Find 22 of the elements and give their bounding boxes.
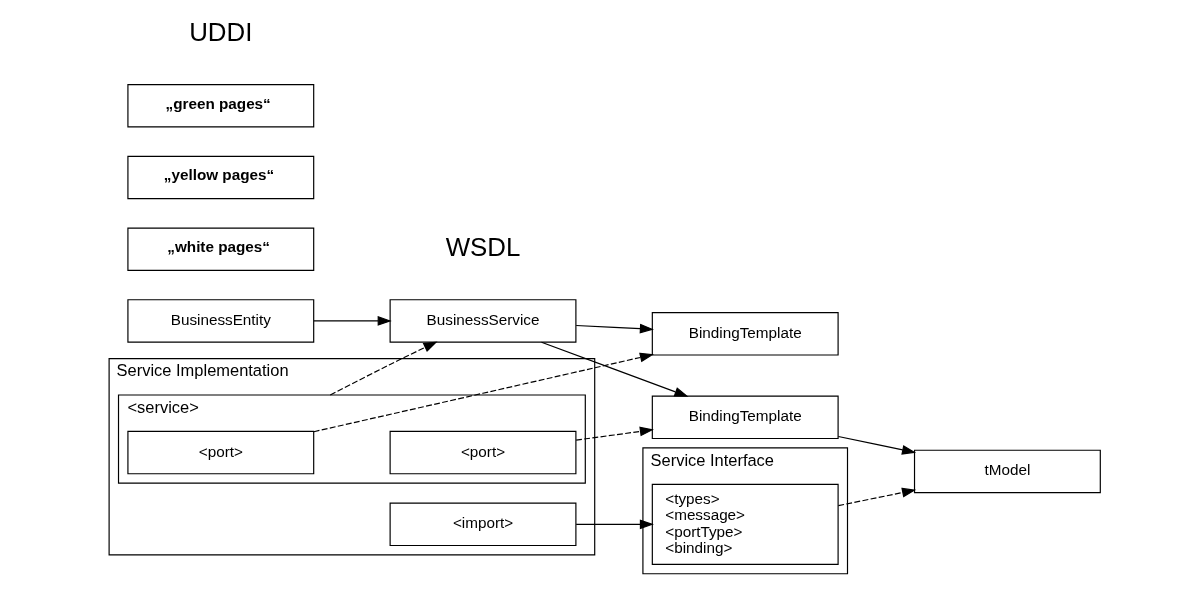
- arrow: [312, 315, 392, 326]
- node-box: BindingTemplate: [651, 395, 839, 440]
- arrow: [837, 487, 916, 507]
- node-box: <types> <message> <portType> <binding>: [651, 483, 839, 565]
- node-box: BusinessEntity: [126, 299, 314, 343]
- arrow: [575, 426, 654, 441]
- node-box: <port>: [389, 430, 576, 475]
- node-box: tModel: [913, 449, 1101, 494]
- arrow: [329, 341, 438, 396]
- node-box: „white pages“: [126, 227, 314, 271]
- node-box: BusinessService: [389, 299, 576, 343]
- label: WSDL: [445, 232, 520, 261]
- node-box: BindingTemplate: [651, 312, 839, 356]
- arrow: [837, 435, 916, 455]
- node-box: „yellow pages“: [126, 155, 314, 200]
- arrow: [575, 323, 654, 334]
- arrow: [312, 352, 654, 433]
- node-box: „green pages“: [126, 84, 314, 128]
- node-box: <import>: [389, 502, 576, 547]
- node-box: <port>: [126, 430, 314, 475]
- arrow: [575, 519, 654, 530]
- label: UDDI: [188, 17, 252, 46]
